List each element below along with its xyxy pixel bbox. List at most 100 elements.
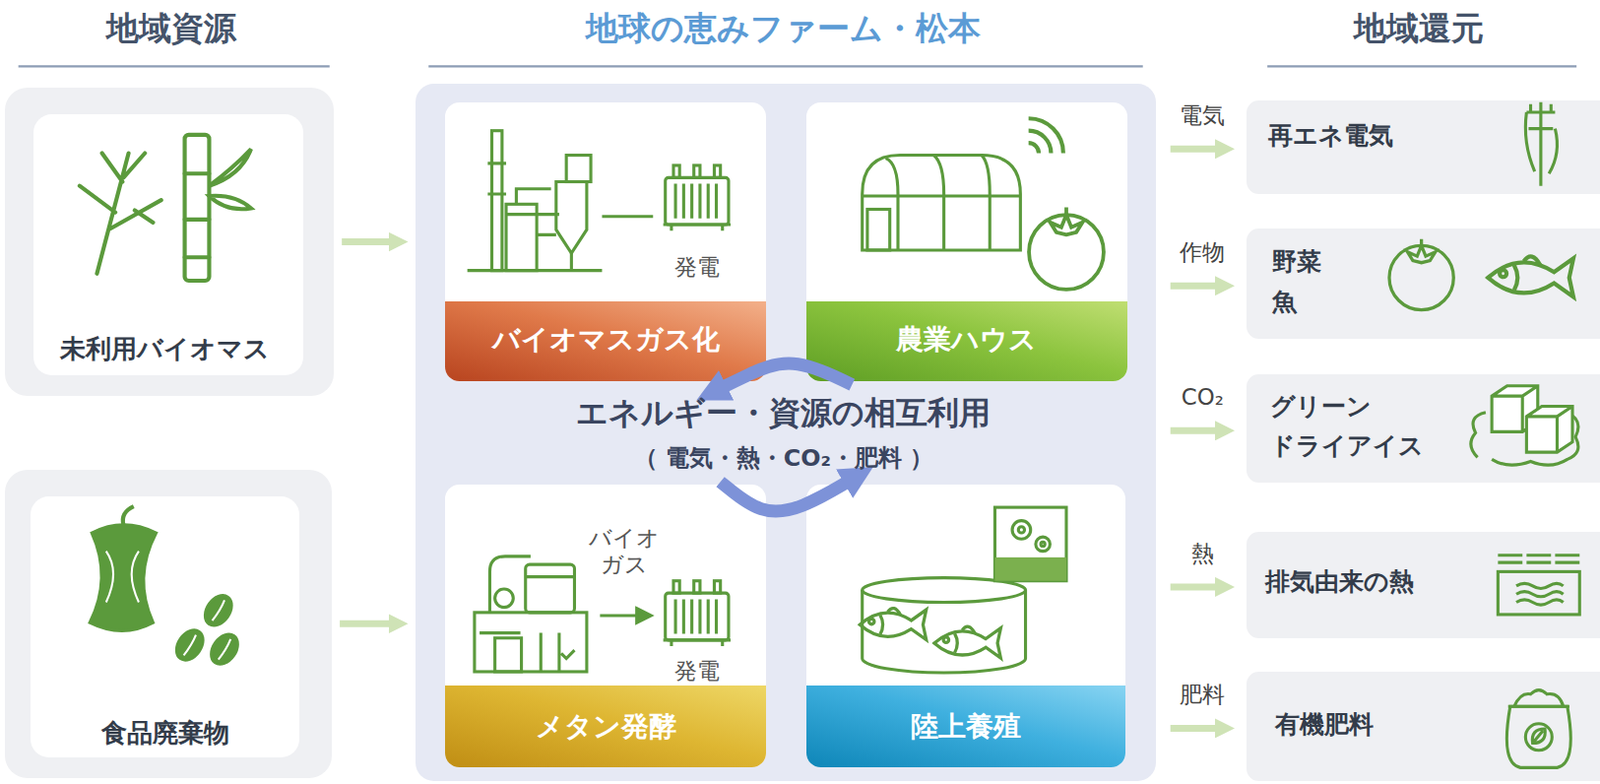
node-title: 未利用バイオマス (60, 332, 270, 365)
aquaculture-icon (859, 507, 1067, 673)
flow-label: 電気 (1177, 100, 1227, 131)
greenhouse-icon (1028, 207, 1104, 290)
gasification-plant-icon (663, 165, 731, 231)
gasification-plant-icon (467, 130, 731, 271)
gasification-plant-icon (492, 130, 503, 271)
farm-panel: 地球の恵みファーム・松本発電バイオマスガス化農業ハウスバイオ ガス発電メタン発酵… (415, 83, 1156, 781)
dry-ice-icon (1526, 406, 1573, 453)
food-waste-icon (89, 506, 244, 669)
return-box: 再エネ電気 (1246, 100, 1600, 194)
food-waste-icon (171, 625, 209, 665)
dry-ice-icon (1471, 385, 1579, 465)
node-title: 食品廃棄物 (101, 716, 230, 749)
aquaculture-icon (1040, 541, 1045, 546)
crop-icon (1389, 239, 1574, 311)
aquaculture-icon (1012, 520, 1031, 540)
resource-box: 未利用バイオマス (4, 87, 334, 396)
greenhouse-icon (1028, 118, 1064, 153)
flow-arrow (1170, 724, 1221, 732)
aquaculture-icon (859, 608, 926, 640)
return-box: 有機肥料 (1246, 671, 1600, 781)
crop-icon (1389, 239, 1454, 311)
biomass-icon (185, 134, 210, 281)
gasification-plant-icon (536, 234, 572, 270)
node-note: 発電 (674, 656, 720, 685)
food-waste-icon (123, 506, 134, 525)
food-waste-icon (106, 551, 139, 603)
methane-plant-icon (474, 556, 731, 672)
flow-arrow (339, 620, 394, 628)
methane-plant-icon (663, 580, 731, 646)
heading-rule (428, 64, 1143, 67)
node-title: 陸上養殖 (910, 708, 1022, 744)
exchange-arrow (717, 363, 853, 390)
fertilizer-icon (1532, 728, 1545, 744)
flow-label: 熱 (1189, 537, 1216, 569)
biomass-icon (185, 173, 210, 257)
node-title: 農業ハウス (896, 322, 1037, 358)
facility-card: 農業ハウス (806, 102, 1128, 382)
flow-arrow (1170, 282, 1221, 290)
node-title: 野菜 魚 (1272, 241, 1336, 322)
node-note: バイオ ガス (578, 523, 671, 578)
flow-arrow (1170, 582, 1221, 590)
gasification-plant-icon (506, 189, 560, 215)
gasification-plant-icon (506, 203, 537, 270)
return-box: 野菜 魚 (1246, 228, 1600, 339)
fertilizer-icon (1506, 705, 1571, 768)
greenhouse-icon (862, 155, 1022, 251)
food-waste-icon (199, 590, 238, 631)
facility-card: バイオ ガス発電メタン発酵 (445, 484, 767, 768)
greenhouse-icon (862, 118, 1104, 290)
flow-label: 作物 (1177, 236, 1227, 267)
node-title: 有機肥料 (1275, 708, 1374, 740)
aquaculture-icon (862, 589, 1026, 673)
methane-plant-icon (637, 608, 652, 624)
exchange-arrow (720, 478, 854, 512)
methane-plant-icon (599, 613, 639, 617)
fertilizer-icon (1506, 690, 1571, 768)
node-title: メタン発酵 (535, 708, 677, 744)
node-title: バイオマスガス化 (492, 322, 720, 358)
aquaculture-icon (1018, 526, 1024, 533)
gasification-plant-icon (566, 155, 591, 183)
heading-rule (18, 64, 330, 67)
greenhouse-icon (867, 208, 891, 250)
methane-plant-icon (479, 556, 575, 672)
fertilizer-icon (1508, 690, 1570, 707)
greenhouse-icon (862, 155, 1022, 251)
methane-plant-icon (495, 638, 522, 672)
heat-icon (1497, 555, 1580, 563)
aquaculture-icon (934, 626, 1001, 658)
aquaculture-icon (994, 557, 1067, 581)
center-caption: （ 電気・熱・CO₂・肥料 ） (634, 444, 935, 474)
biomass-icon (208, 148, 251, 209)
methane-plant-icon (495, 588, 514, 608)
facility-card: 発電バイオマスガス化 (445, 102, 767, 382)
methane-plant-icon (525, 564, 576, 613)
food-waste-icon (89, 524, 156, 632)
return-box: グリーン ドライアイス (1246, 374, 1600, 483)
heading-rule (1267, 64, 1577, 67)
flow-arrow (1170, 427, 1221, 435)
resource-box: 食品廃棄物 (4, 469, 332, 778)
dry-ice-icon (1491, 385, 1538, 433)
methane-plant-icon (474, 612, 587, 672)
crop-icon (1487, 256, 1574, 297)
facility-card: 陸上養殖 (806, 484, 1126, 768)
power-pole-icon (1525, 102, 1557, 187)
food-waste-icon (184, 599, 232, 659)
gasification-plant-icon (556, 182, 587, 255)
fertilizer-icon (1525, 723, 1552, 751)
heat-icon (1516, 582, 1564, 605)
flow-label: CO₂ (1179, 384, 1226, 410)
biomass-icon (79, 152, 162, 273)
aquaculture-icon (994, 507, 1067, 581)
gasification-plant-icon (467, 268, 603, 272)
flow-arrow (1170, 145, 1221, 153)
heading-rule (18, 64, 1578, 67)
node-title: グリーン ドライアイス (1270, 386, 1465, 466)
